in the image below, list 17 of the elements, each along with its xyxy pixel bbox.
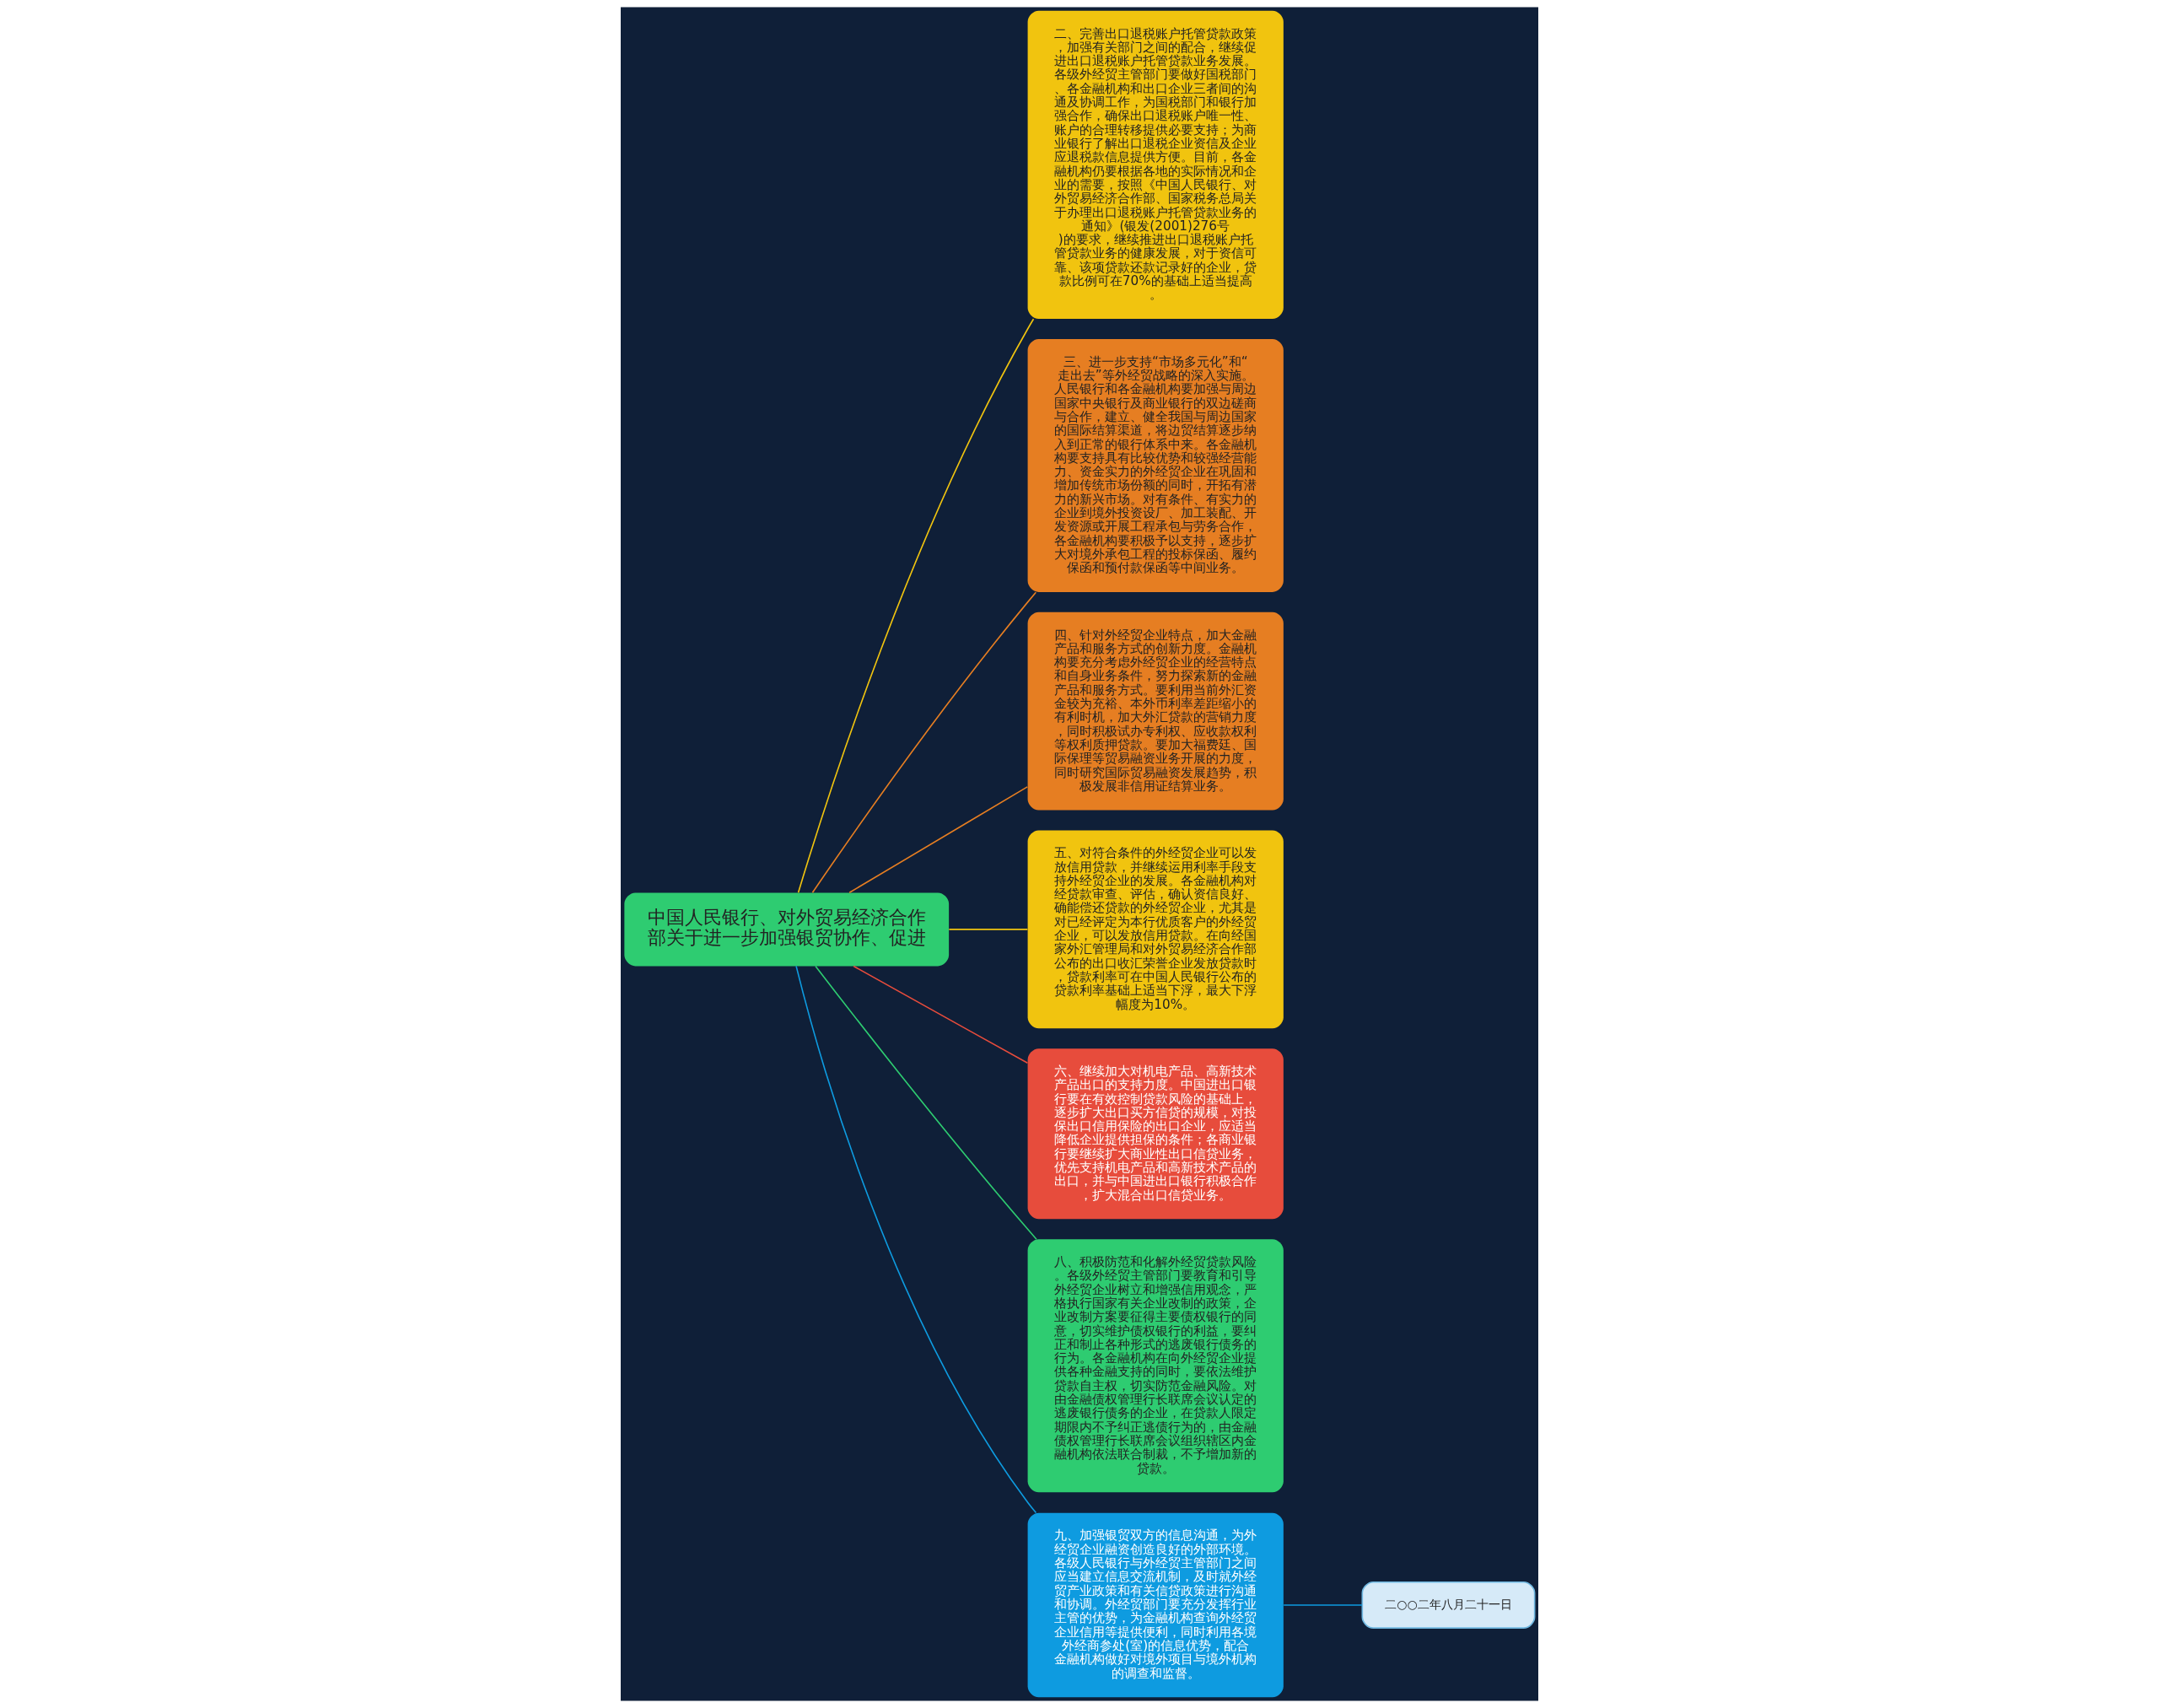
- node-box: 中国人民银行、对外贸易经济合作部关于进一步加强银贸协作、促进: [624, 892, 950, 967]
- connector: [848, 786, 1028, 894]
- connector: [795, 965, 1037, 1514]
- node-box: 二○○二年八月二十一日: [1361, 1581, 1536, 1629]
- connector: [815, 965, 1037, 1240]
- connector: [948, 929, 1029, 930]
- node-box: 九、加强银贸双方的信息沟通，为外经贸企业融资创造良好的外部环境。各级人民银行与外经贸主管部门之间应当建立信息交流机制，及时就外经贸产业政策和有关信贷政策进行沟通和协调。外经贸部门要充分发挥行业主管的优势，为金融机构查询外经贸企业信用等提供便利，同时利用各境外经商参处(室)的信息优势，配合金融机构做好对境外项目与境外机构的调查和监督。: [1027, 1512, 1284, 1698]
- connector: [853, 965, 1029, 1064]
- connector: [811, 591, 1037, 893]
- node-box: 二、完善出口退税账户托管贷款政策，加强有关部门之间的配合，继续促进出口退税账户托管贷款业务发展。各级外经贸主管部门要做好国税部门、各金融机构和出口企业三者间的沟通及协调工作，为国税部门和银行加强合作，确保出口退税账户唯一性、账户的合理转移提供必要支持；为商业银行了解出口退税企业资信及企业应退税款信息提供方便。目前，各金融机构仍要根据各地的实际情况和企业的需要，按照《中国人民银行、对外贸易经济合作部、国家税务总局关于办理出口退税账户托管贷款业务的通知》(银发(2001)276号)的要求，继续推进出口退税账户托管贷款业务的健康发展，对于资信可靠、该项贷款还款记录好的企业，贷款比例可在70%的基础上适当提高。: [1027, 10, 1284, 319]
- connector: [797, 318, 1035, 894]
- node-box: 四、针对外经贸企业特点，加大金融产品和服务方式的创新力度。金融机构要充分考虑外经贸企业的经营特点和自身业务条件，努力探索新的金融产品和服务方式。要利用当前外汇资金较为充裕、本外币利率差距缩小的有利时机，加大外汇贷款的营销力度，同时积极试办专利权、应收款权利等权利质押贷款。要加大福费廷、国际保理等贸易融资业务开展的力度，同时研究国际贸易融资发展趋势，积极发展非信用证结算业务。: [1027, 612, 1284, 811]
- node-box: 五、对符合条件的外经贸企业可以发放信用贷款，并继续运用利率手段支持外经贸企业的发展。各金融机构对经贷款审查、评估，确认资信良好、确能偿还贷款的外经贸企业，尤其是对已经评定为本行优质客户的外经贸企业，可以发放信用贷款。在向经国家外汇管理局和对外贸易经济合作部公布的出口收汇荣誉企业发放贷款时，贷款利率可在中国人民银行公布的贷款利率基础上适当下浮，最大下浮幅度为10%。: [1027, 830, 1284, 1029]
- connector: [1283, 1604, 1363, 1606]
- node-box: 八、积极防范和化解外经贸贷款风险。各级外经贸主管部门要教育和引导外经贸企业树立和增强信用观念，严格执行国家有关企业改制的政策，企业改制方案要征得主要债权银行的同意，切实维护债权银行的利益，要纠正和制止各种形式的逃废银行债务的行为。各金融机构在向外经贸企业提供各种金融支持的同时，要依法维护贷款自主权，切实防范金融风险。对由金融债权管理行长联席会议认定的逃废银行债务的企业，在贷款人限定期限内不予纠正逃债行为的，由金融债权管理行长联席会议组织辖区内金融机构依法联合制裁，不予增加新的贷款。: [1027, 1239, 1284, 1493]
- node-box: 六、继续加大对机电产品、高新技术产品出口的支持力度。中国进出口银行要在有效控制贷款风险的基础上，逐步扩大出口买方信贷的规模，对投保出口信用保险的出口企业，应适当降低企业提供担保的条件；各商业银行要继续扩大商业性出口信贷业务，优先支持机电产品和高新技术产品的出口，并与中国进出口银行积极合作，扩大混合出口信贷业务。: [1027, 1048, 1284, 1220]
- node-box: 三、进一步支持“市场多元化”和“走出去”等外经贸战略的深入实施。人民银行和各金融机构要加强与周边国家中央银行及商业银行的双边磋商与合作，建立、健全我国与周边国家的国际结算渠道，将边贸结算逐步纳入到正常的银行体系中来。各金融机构要支持具有比较优势和较强经营能力、资金实力的外经贸企业在巩固和增加传统市场份额的同时，开拓有潜力的新兴市场。对有条件、有实力的企业到境外投资设厂、加工装配、开发资源或开展工程承包与劳务合作，各金融机构要积极予以支持，逐步扩大对境外承包工程的投标保函、履约保函和预付款保函等中间业务。: [1027, 338, 1284, 592]
